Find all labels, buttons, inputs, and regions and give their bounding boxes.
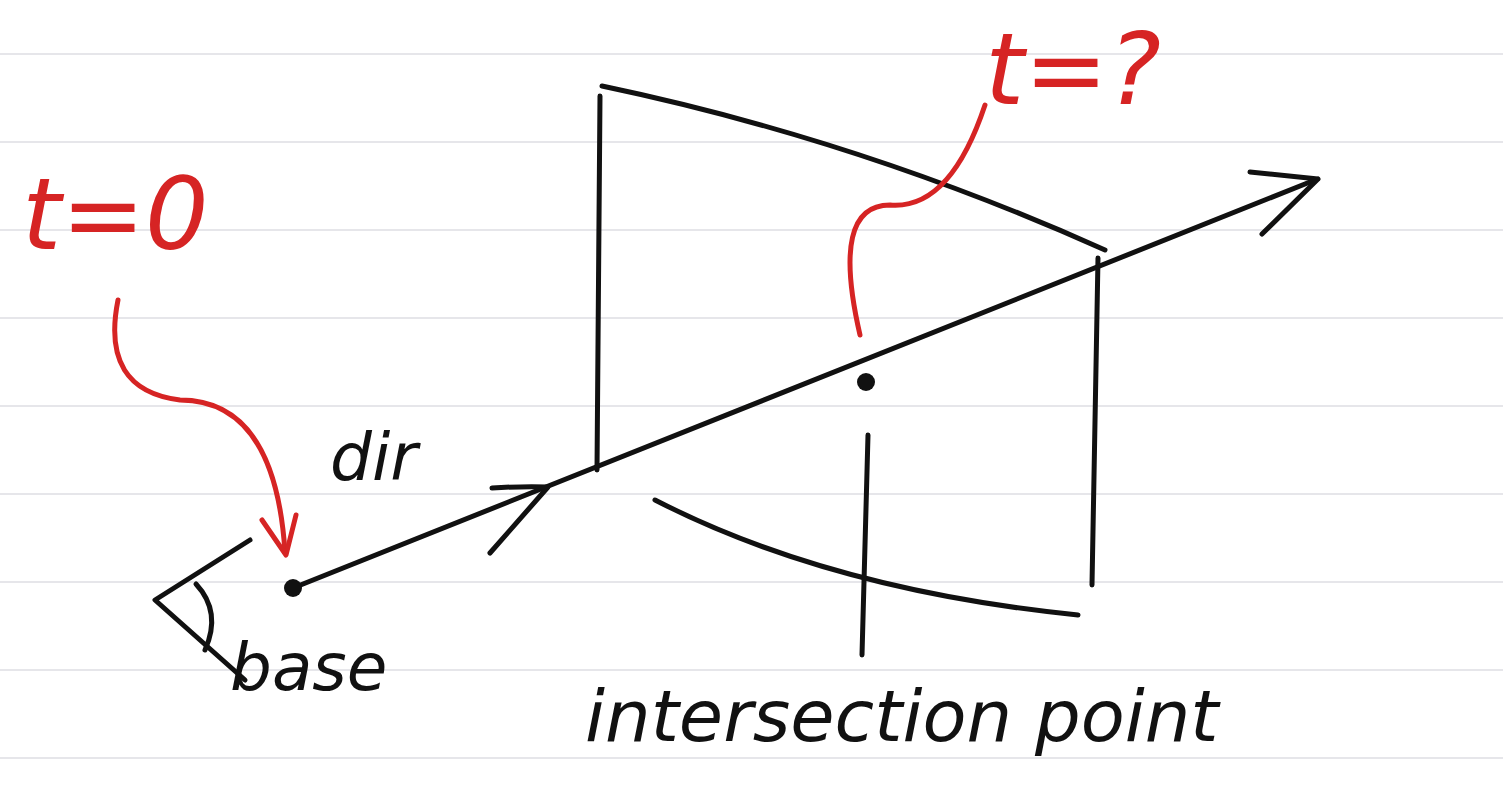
volume-edge bbox=[597, 96, 600, 470]
red-arrowhead bbox=[262, 515, 296, 555]
notebook-lines bbox=[0, 54, 1503, 758]
volume-edge bbox=[1092, 258, 1098, 585]
ray-arrowhead bbox=[1250, 172, 1318, 234]
red-pointer bbox=[850, 105, 985, 335]
point-label: intersection point bbox=[585, 680, 1219, 752]
intersection-dot bbox=[857, 373, 875, 391]
eye-symbol bbox=[196, 584, 212, 650]
red-pointer bbox=[115, 300, 285, 552]
parameter-label: t=0 bbox=[22, 165, 209, 265]
leader-line bbox=[862, 435, 868, 655]
direction-arrow bbox=[490, 487, 548, 553]
parameter-label: t=? bbox=[985, 20, 1161, 120]
point-label: base bbox=[230, 635, 387, 701]
base-point bbox=[284, 579, 302, 597]
ray bbox=[293, 180, 1315, 588]
vector-label: dir bbox=[330, 425, 417, 491]
